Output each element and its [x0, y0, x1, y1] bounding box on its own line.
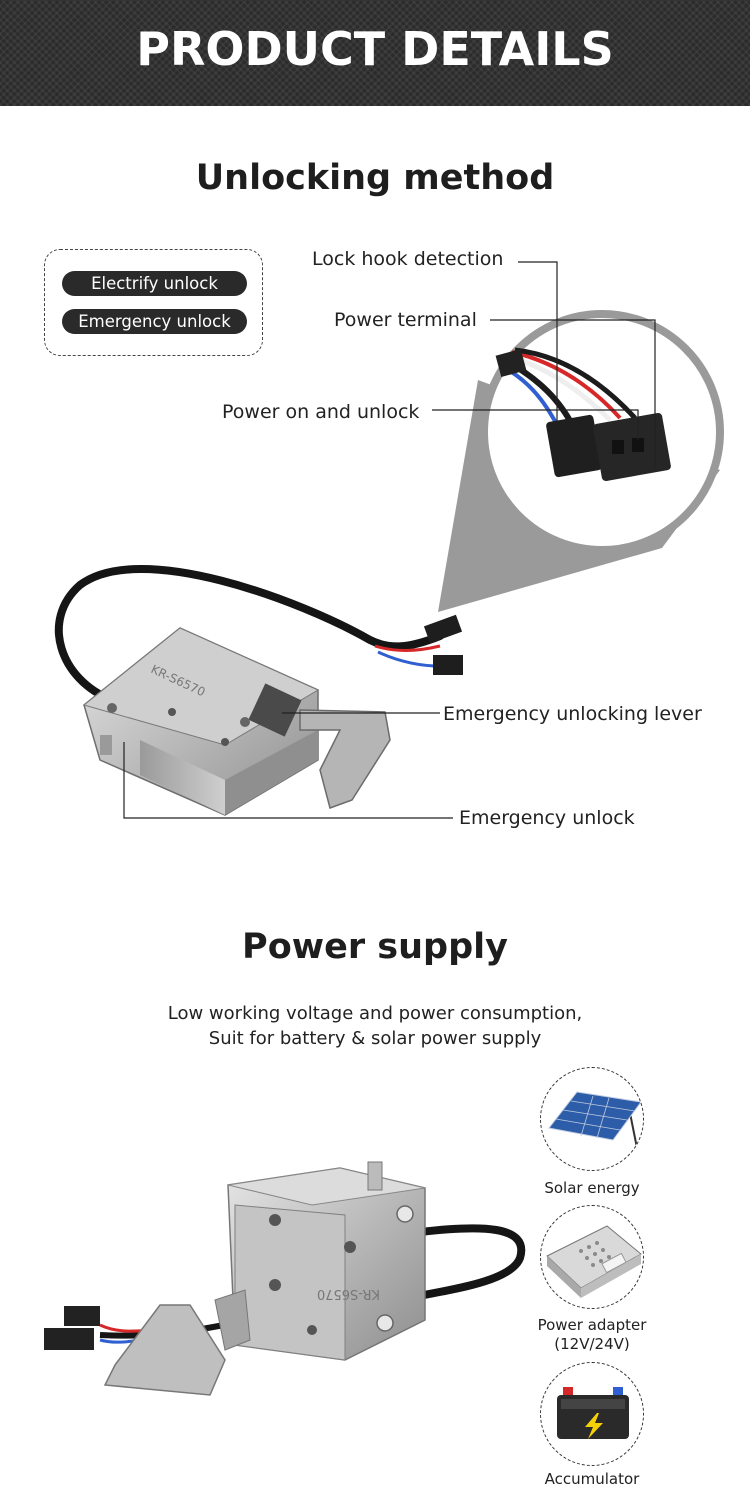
- accumulator-circle: [540, 1362, 644, 1466]
- power-on-unlock-label: Power on and unlock: [222, 401, 420, 423]
- unlocking-method-title: Unlocking method: [195, 158, 555, 198]
- unlock-methods-box: Electrify unlock Emergency unlock: [44, 249, 263, 356]
- power-adapter-label: Power adapter: [537, 1316, 647, 1334]
- solar-energy-label: Solar energy: [544, 1179, 640, 1197]
- electrify-unlock-pill: Electrify unlock: [62, 271, 247, 296]
- power-adapter-icon: [546, 1225, 642, 1298]
- emergency-unlock-label: Emergency unlock: [459, 807, 635, 829]
- lock-body: KR-S6570: [82, 627, 391, 816]
- solar-panel-icon: [548, 1091, 642, 1149]
- lock-body-2: KR-S6570: [44, 1161, 526, 1396]
- lock-diagram: KR-S6570: [54, 261, 724, 819]
- emergency-lever-label: Emergency unlocking lever: [443, 703, 702, 725]
- power-adapter-circle: [540, 1205, 644, 1309]
- battery-icon: [557, 1387, 629, 1439]
- power-adapter-voltage-label: (12V/24V): [554, 1335, 630, 1353]
- power-supply-title: Power supply: [242, 927, 508, 967]
- banner-title: PRODUCT DETAILS: [136, 22, 614, 76]
- power-subtitle-line2: Suit for battery & solar power supply: [208, 1028, 542, 1049]
- lock-marking-2: KR-S6570: [317, 1286, 380, 1301]
- power-terminal-label: Power terminal: [334, 309, 477, 331]
- solar-energy-circle: [540, 1067, 644, 1171]
- cable: [54, 565, 444, 704]
- header-banner: PRODUCT DETAILS: [0, 0, 750, 106]
- emergency-unlock-pill: Emergency unlock: [62, 309, 247, 334]
- callout-lines: [123, 261, 656, 819]
- lock-hook-detection-label: Lock hook detection: [312, 248, 504, 270]
- accumulator-label: Accumulator: [544, 1470, 640, 1488]
- power-subtitle-line1: Low working voltage and power consumptio…: [167, 1003, 583, 1024]
